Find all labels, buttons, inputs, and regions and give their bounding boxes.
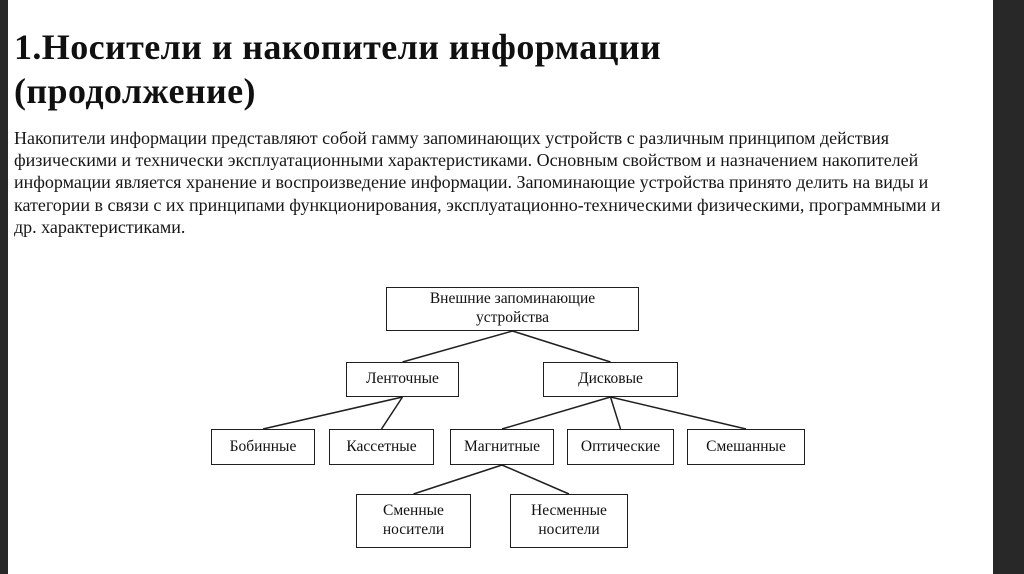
right-frame-strip [993,0,1024,574]
slide-content: 1.Носители и накопители информации (прод… [8,0,993,574]
slide-title: 1.Носители и накопители информации (прод… [14,27,662,111]
left-frame-strip [0,0,8,574]
slide-body-text: Накопители информации представляют собой… [14,127,941,238]
